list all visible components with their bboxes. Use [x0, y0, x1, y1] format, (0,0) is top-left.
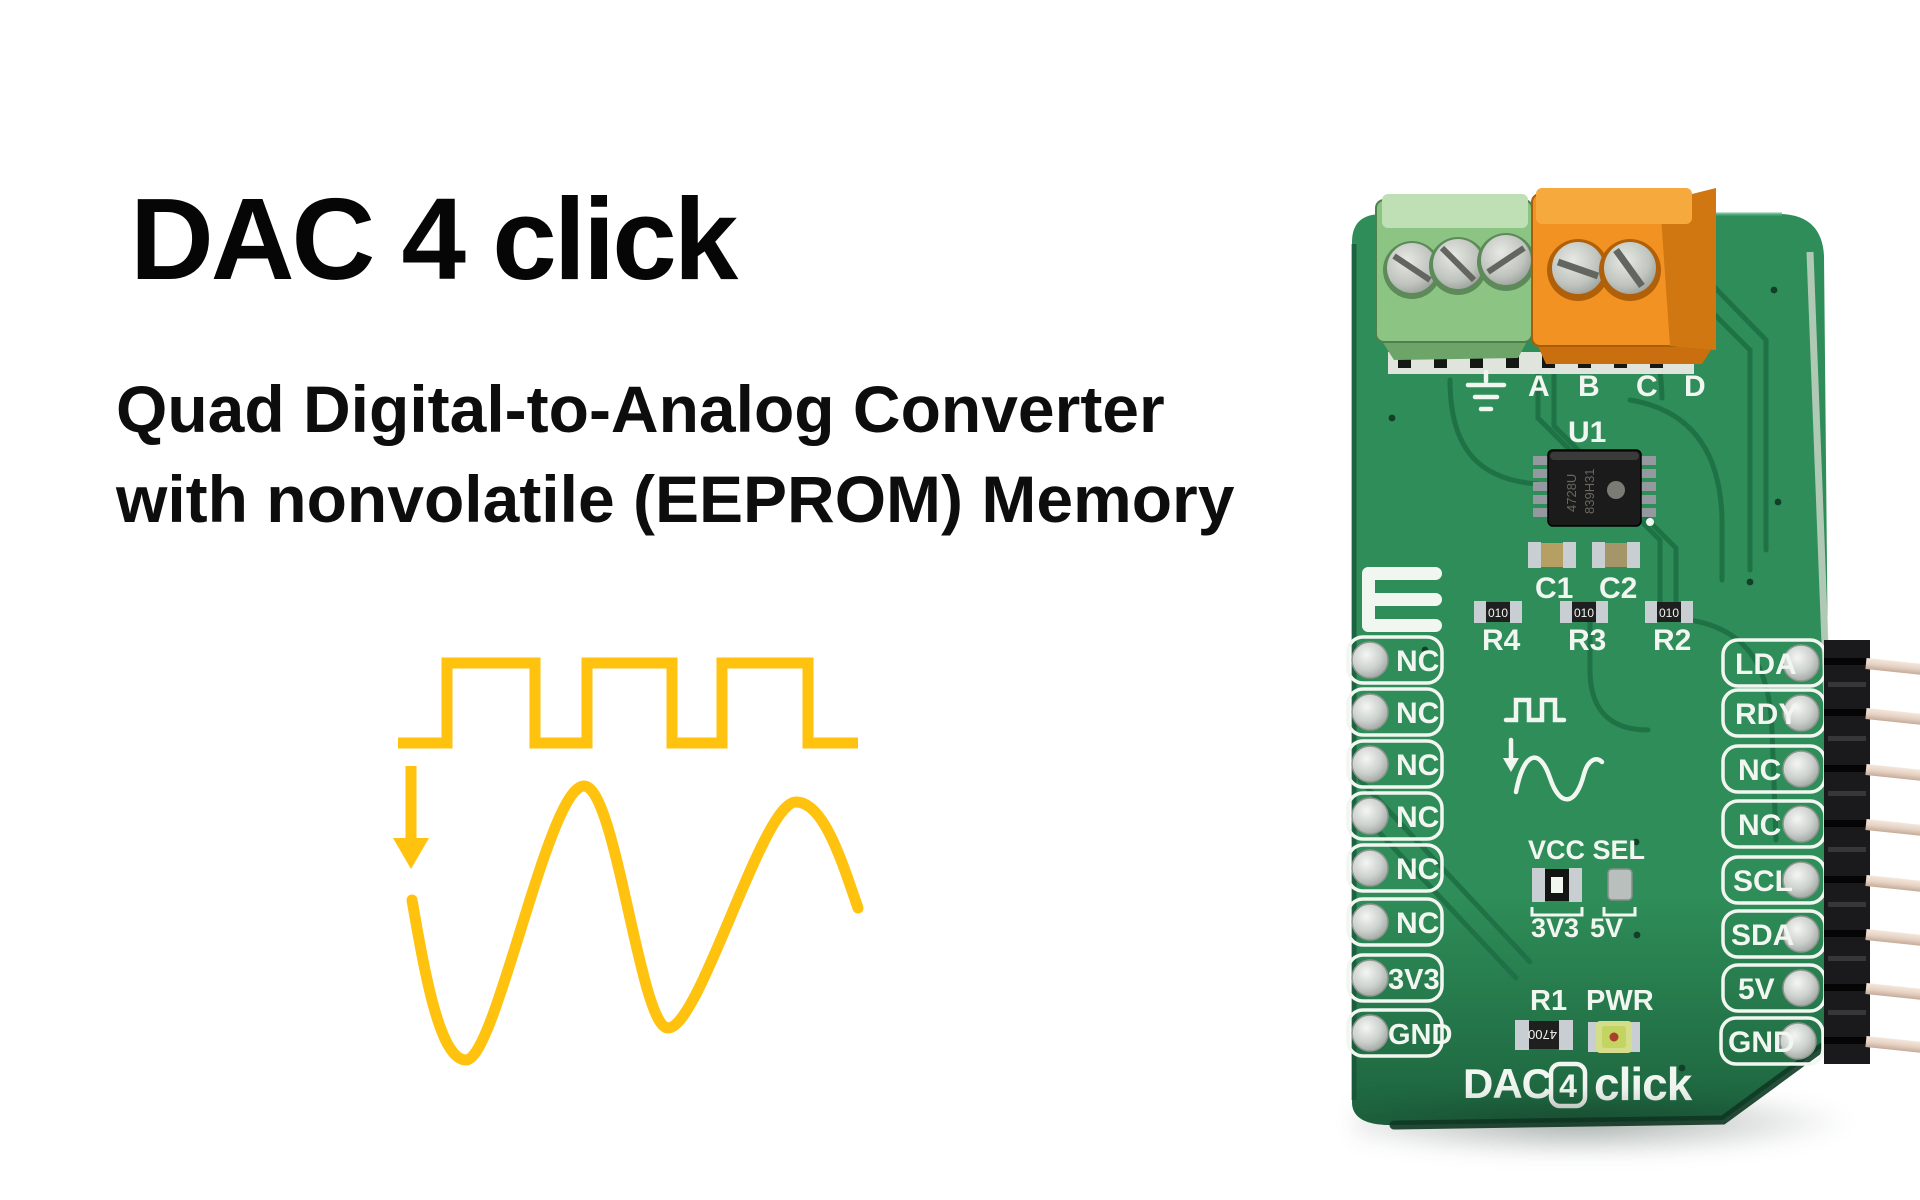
resistor-r3: 010 [1560, 601, 1608, 623]
mini-down-arrow-head [1503, 758, 1519, 772]
ic-marking-line1: 4728U [1564, 474, 1579, 512]
terminal-label-a: A [1528, 370, 1550, 403]
resistor-marking: 010 [1574, 606, 1594, 620]
capacitor-c1-label: C1 [1535, 572, 1573, 605]
terminal-screw [1547, 239, 1609, 301]
terminal-screw [1429, 237, 1487, 295]
left-pin-label-6: NC [1396, 907, 1439, 940]
right-pin-label-5: SCL [1733, 865, 1793, 898]
left-pin-label-2: NC [1396, 697, 1439, 730]
sine-wave-icon [406, 780, 864, 1066]
resistor-r1-label: R1 [1530, 985, 1567, 1017]
left-pin-label-7: 3V3 [1388, 964, 1440, 996]
terminal-label-d: D [1684, 370, 1706, 403]
terminal-label-b: B [1578, 370, 1600, 403]
solder-pads [1779, 644, 1820, 1060]
earth-ground-icon [1465, 369, 1507, 412]
capacitor-c2-label: C2 [1599, 572, 1637, 605]
mini-waveform-silkscreen [1503, 697, 1605, 802]
resistor-r4: 010 [1474, 601, 1522, 623]
page-title: DAC 4 click [130, 174, 738, 304]
logo-4-box [1548, 1061, 1588, 1109]
resistor-r2: 010 [1645, 601, 1693, 623]
right-pin-label-7: 5V [1738, 973, 1775, 1006]
left-pin-label-4: NC [1396, 801, 1439, 834]
square-wave-icon [398, 657, 858, 749]
right-pin-label-2: RDY [1735, 698, 1798, 731]
subtitle-line-1: Quad Digital-to-Analog Converter [116, 372, 1165, 446]
r1-marking: 4700 [1528, 1027, 1557, 1042]
logo-dac-text: DAC [1463, 1060, 1552, 1107]
jumper-option-3v3: 3V3 [1531, 913, 1579, 943]
resistor-r3-label: R3 [1568, 624, 1606, 657]
microchip-logo-icon [1607, 481, 1625, 499]
jumper-option-brackets [1530, 907, 1637, 917]
left-pin-column: NC NC NC NC NC NC 3V3 GND [1346, 635, 1452, 1058]
resistor-r2-label: R2 [1653, 624, 1691, 657]
vcc-sel-jumper [1532, 868, 1633, 902]
left-pin-label-3: NC [1396, 749, 1439, 782]
jumper-option-5v: 5V [1590, 913, 1623, 943]
terminal-screw [1599, 239, 1661, 301]
dac4-click-board: A B C D U1 4728U 839H31 C1 C2 [1346, 188, 1920, 1130]
board-logo: DAC 4 click [1463, 1058, 1694, 1110]
page-subtitle: Quad Digital-to-Analog Converter with no… [116, 364, 1234, 544]
mini-sine-icon [1513, 755, 1605, 802]
right-pin-label-8: GND [1728, 1026, 1795, 1059]
dac-ic-chip: 4728U 839H31 [1533, 449, 1656, 527]
board-drop-shadow [1352, 1098, 1857, 1158]
led-pwr-label: PWR [1586, 985, 1654, 1017]
pin-header [1824, 640, 1920, 1064]
pwr-led [1588, 1021, 1640, 1053]
right-pin-label-4: NC [1738, 809, 1781, 842]
ic-ref-label: U1 [1568, 416, 1606, 449]
logo-click-text: click [1594, 1058, 1693, 1110]
left-pin-label-5: NC [1396, 853, 1439, 886]
subtitle-line-2: with nonvolatile (EEPROM) Memory [116, 462, 1235, 536]
left-pin-label-8: GND [1388, 1019, 1452, 1051]
logo-4-text: 4 [1559, 1068, 1577, 1104]
resistor-marking: 010 [1659, 606, 1679, 620]
mini-square-wave-icon [1503, 697, 1567, 723]
green-screw-terminal [1375, 194, 1535, 360]
left-pin-label-1: NC [1396, 645, 1439, 678]
right-pin-label-1: LDA [1735, 648, 1797, 681]
orange-screw-terminal [1531, 188, 1716, 364]
resistor-marking: 010 [1488, 606, 1508, 620]
vcc-sel-label: VCC SEL [1528, 835, 1645, 865]
solder-pads [1351, 641, 1389, 1052]
terminal-screw [1477, 233, 1535, 291]
header-pins [1865, 658, 1920, 1053]
ic-marking-line2: 839H31 [1582, 468, 1597, 514]
terminal-screw [1383, 241, 1441, 299]
capacitor-c1 [1528, 542, 1576, 568]
right-pin-label-3: NC [1738, 754, 1781, 787]
mikroe-e-logo-icon [1362, 567, 1442, 632]
capacitor-c2 [1592, 542, 1640, 568]
resistor-r4-label: R4 [1482, 624, 1521, 657]
right-pin-label-6: SDA [1731, 919, 1794, 952]
ic-pin1-dot [1646, 518, 1654, 526]
resistor-r1: 4700 [1515, 1020, 1573, 1050]
down-arrow-head [393, 838, 429, 869]
terminal-label-c: C [1636, 370, 1658, 403]
